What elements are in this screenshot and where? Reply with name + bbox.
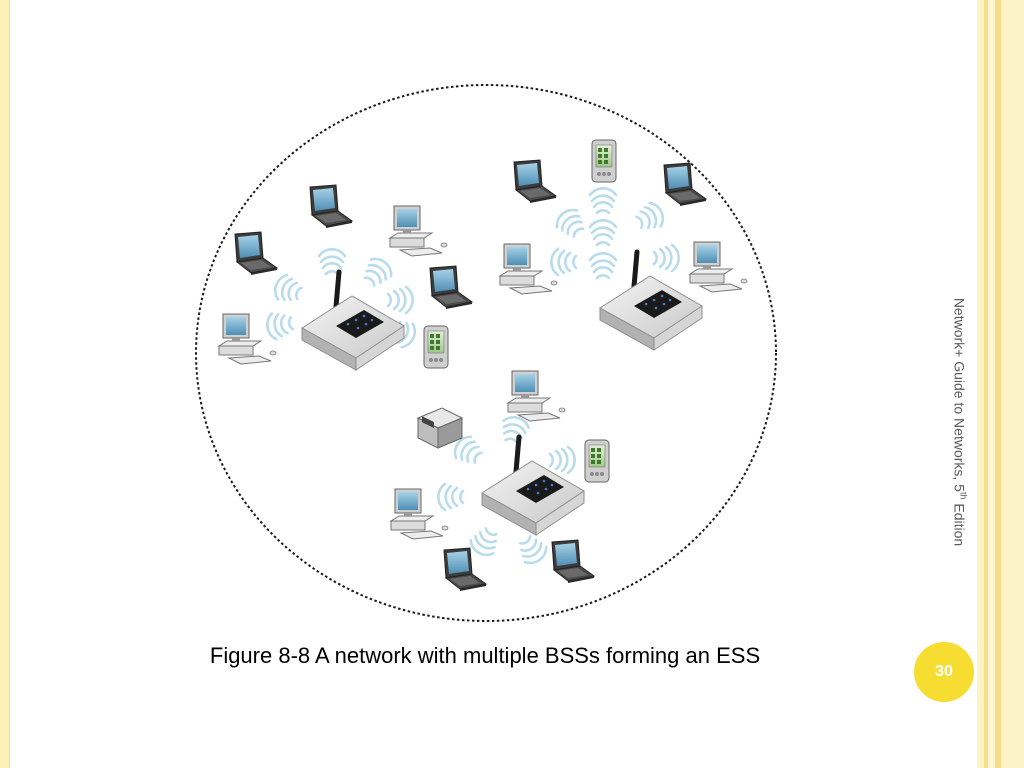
pda-icon (584, 439, 610, 483)
left-decorative-border (0, 0, 10, 768)
laptop-icon (429, 265, 473, 310)
desktop-computer-icon (507, 370, 566, 422)
book-title-superscript: th (958, 491, 969, 500)
laptop-icon (309, 184, 353, 229)
figure-caption: Figure 8-8 A network with multiple BSSs … (209, 643, 761, 668)
desktop-computer-icon (389, 205, 448, 257)
laptop-icon (234, 231, 278, 276)
book-title-end: Edition (951, 499, 968, 547)
page-number-badge: 30 (914, 642, 974, 702)
pda-icon (423, 325, 449, 369)
pda-icon (591, 139, 617, 183)
laptop-icon (663, 162, 707, 207)
laptop-icon (513, 159, 557, 204)
access-point-icon (600, 252, 702, 350)
page-number: 30 (935, 663, 953, 680)
printer-icon (417, 407, 463, 449)
desktop-computer-icon (499, 243, 558, 295)
ess-boundary (195, 84, 777, 622)
laptop-icon (551, 539, 595, 584)
bss-2-signals (550, 187, 680, 280)
desktop-computer-icon (689, 241, 748, 293)
access-point-icon (302, 272, 404, 370)
right-decorative-band (977, 0, 984, 768)
right-decorative-band (988, 0, 995, 768)
right-decorative-band (1001, 0, 1024, 768)
book-title-main: Network+ Guide to Networks, 5 (951, 297, 968, 492)
right-decorative-band (995, 0, 1001, 768)
access-point-icon (482, 437, 584, 535)
right-decorative-band (984, 0, 988, 768)
book-title: Network+ Guide to Networks, 5th Edition (952, 298, 969, 546)
